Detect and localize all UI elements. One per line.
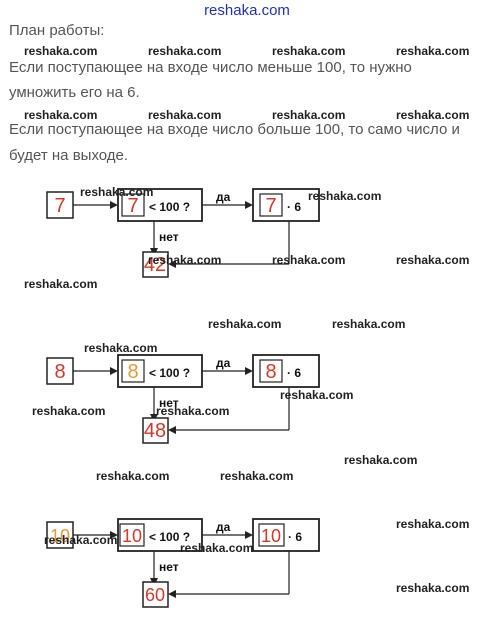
input-value: 10 (50, 526, 70, 546)
yes-label: да (216, 520, 231, 534)
input-box (46, 357, 74, 385)
yes-label: да (216, 356, 231, 370)
input-value: 8 (54, 361, 65, 383)
condition-text: < 100 ? (149, 200, 190, 214)
plan-title: План работы: (9, 22, 105, 39)
watermark: reshaka.com (272, 108, 346, 122)
output-value: 42 (144, 254, 166, 276)
no-label: нет (159, 560, 179, 574)
watermark: reshaka.com (220, 469, 294, 483)
multiply-value: 7 (265, 195, 276, 217)
watermark: reshaka.com (24, 44, 98, 58)
watermark: reshaka.com (280, 388, 354, 402)
watermark: reshaka.com (208, 317, 282, 331)
yes-label: да (216, 190, 231, 204)
watermark: reshaka.com (308, 189, 382, 203)
condition-text: < 100 ? (149, 530, 190, 544)
multiply-value: 10 (261, 526, 281, 546)
watermark: reshaka.com (24, 108, 98, 122)
condition-text: < 100 ? (149, 366, 190, 380)
watermark: reshaka.com (24, 277, 98, 291)
condition-value: 10 (122, 526, 142, 546)
watermark: reshaka.com (148, 44, 222, 58)
condition-value: 7 (127, 195, 138, 217)
watermark: reshaka.com (156, 404, 230, 418)
watermark: reshaka.com (396, 44, 470, 58)
no-label: нет (159, 230, 179, 244)
flowchart-1: 7 7 < 100 ? да 7 · 6 нет 42 (46, 188, 320, 278)
multiply-value: 8 (265, 361, 276, 383)
watermark: reshaka.com (396, 581, 470, 595)
plan-line-1: Если поступающее на входе число меньше 1… (9, 59, 412, 76)
watermark: reshaka.com (32, 404, 106, 418)
flowchart-3: 10 10 < 100 ? да 10 · 6 нет 60 (46, 518, 320, 608)
plan-line-3: Если поступающее на входе число больше 1… (9, 121, 460, 138)
output-box (142, 251, 169, 278)
input-value: 7 (54, 195, 65, 217)
flowchart-2: 8 8 < 100 ? да 8 · 6 нет 48 (46, 354, 320, 444)
watermark: reshaka.com (344, 453, 418, 467)
watermark: reshaka.com (148, 253, 222, 267)
output-value: 48 (144, 420, 166, 442)
watermark: reshaka.com (148, 108, 222, 122)
watermark: reshaka.com (84, 341, 158, 355)
condition-value: 8 (127, 361, 138, 383)
watermark: reshaka.com (332, 317, 406, 331)
watermark: reshaka.com (44, 533, 118, 547)
output-box (142, 581, 169, 608)
plan-line-2: умножить его на 6. (9, 84, 140, 101)
watermark: reshaka.com (396, 108, 470, 122)
watermark: reshaka.com (272, 253, 346, 267)
output-box (142, 417, 169, 444)
multiply-op: · 6 (287, 366, 301, 380)
plan-line-4: будет на выходе. (9, 147, 129, 164)
site-title[interactable]: reshaka.com (204, 2, 290, 19)
no-label: нет (159, 396, 179, 410)
watermark: reshaka.com (180, 541, 254, 555)
watermark: reshaka.com (396, 253, 470, 267)
input-box (46, 191, 74, 219)
output-value: 60 (145, 585, 165, 605)
watermark: reshaka.com (272, 44, 346, 58)
watermark: reshaka.com (80, 185, 154, 199)
multiply-op: · 6 (288, 530, 302, 544)
watermark: reshaka.com (96, 469, 170, 483)
watermark: reshaka.com (396, 517, 470, 531)
multiply-op: · 6 (287, 200, 301, 214)
